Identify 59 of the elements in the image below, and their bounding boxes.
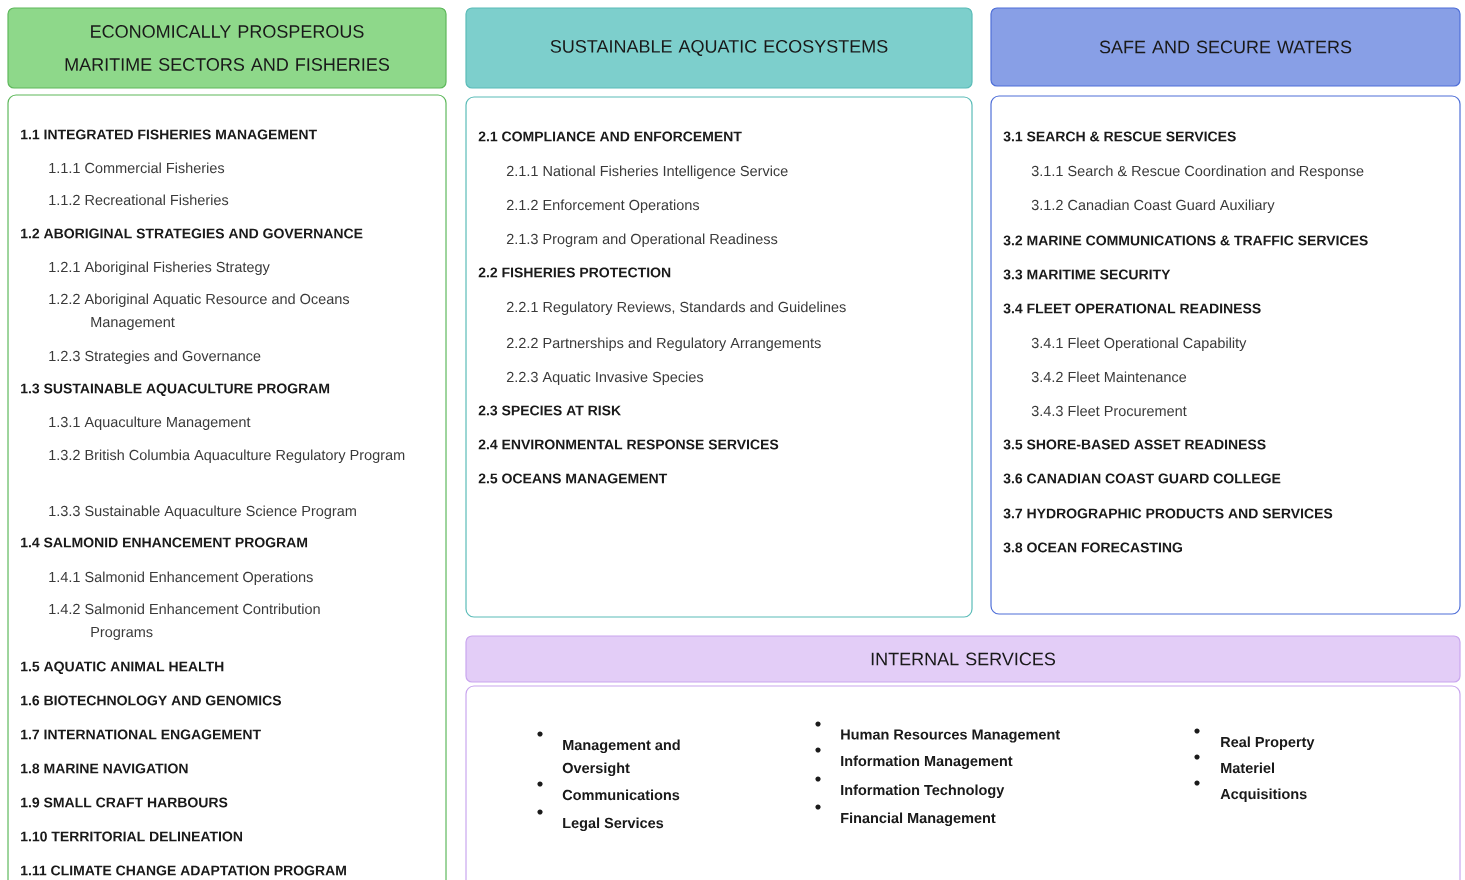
bullet-item: Real Property	[1194, 728, 1315, 750]
sub-program: 1.2.2 Aboriginal Aquatic Resource and Oceans Management	[49, 293, 350, 330]
program-heading: 2.3 SPECIES AT RISK	[478, 405, 621, 416]
sub-program: 2.2.1 Regulatory Reviews, Standards and Guidelines	[506, 301, 846, 315]
sub-program: 3.1.2 Canadian Coast Guard Auxiliary	[1031, 199, 1275, 213]
category-header: ECONOMICALLY PROSPEROUS MARITIME SECTORS AND FISHERIES	[7, 7, 447, 89]
category-header: INTERNAL SERVICES	[465, 635, 1461, 683]
program-heading: 2.4 ENVIRONMENTAL RESPONSE SERVICES	[478, 439, 779, 450]
program-heading: 1.10 TERRITORIAL DELINEATION	[21, 831, 242, 842]
sub-program: 1.2.1 Aboriginal Fisheries Strategy	[49, 261, 270, 275]
program-heading: 1.3 SUSTAINABLE AQUACULTURE PROGRAM	[21, 383, 330, 396]
sub-program: 3.1.1 Search & Rescue Coordination and Response	[1031, 165, 1364, 179]
program-heading: 1.2 ABORIGINAL STRATEGIES AND GOVERNANCE	[21, 228, 363, 239]
program-heading: 3.7 HYDROGRAPHIC PRODUCTS AND SERVICES	[1003, 508, 1333, 519]
sub-program: 3.4.1 Fleet Operational Capability	[1031, 337, 1247, 351]
bullet-item: Materiel	[1194, 754, 1274, 774]
sub-program: 2.1.3 Program and Operational Readiness	[506, 233, 778, 247]
bullet-item: Human Resources Management	[815, 721, 1060, 743]
program-heading: 3.2 MARINE COMMUNICATIONS & TRAFFIC SERVICES	[1003, 235, 1368, 246]
sub-program: 1.1.2 Recreational Fisheries	[49, 194, 229, 206]
program-heading: 1.5 AQUATIC ANIMAL HEALTH	[21, 661, 224, 674]
sub-program: 2.2.2 Partnerships and Regulatory Arrangements	[506, 337, 821, 351]
sub-program: 1.1.1 Commercial Fisheries	[49, 162, 225, 174]
sub-program: 1.3.3 Sustainable Aquaculture Science Program	[49, 505, 356, 519]
program-heading: 1.6 BIOTECHNOLOGY AND GENOMICS	[21, 695, 281, 706]
bullet-item: Financial Management	[815, 804, 996, 827]
program-heading: 3.1 SEARCH & RESCUE SERVICES	[1003, 131, 1236, 142]
sub-program: 3.4.2 Fleet Maintenance	[1031, 371, 1187, 383]
program-heading: 1.8 MARINE NAVIGATION	[21, 763, 188, 774]
program-heading: 1.7 INTERNATIONAL ENGAGEMENT	[21, 729, 261, 740]
sub-program: 2.1.2 Enforcement Operations	[506, 199, 700, 213]
bullet-item: Acquisitions	[1194, 780, 1307, 802]
program-heading: 3.6 CANADIAN COAST GUARD COLLEGE	[1003, 473, 1281, 484]
program-heading: 2.2 FISHERIES PROTECTION	[478, 267, 671, 278]
sub-program: 1.4.2 Salmonid Enhancement Contribution Programs	[49, 603, 320, 640]
sub-program: 1.4.1 Salmonid Enhancement Operations	[49, 571, 313, 585]
program-heading: 3.8 OCEAN FORECASTING	[1003, 542, 1182, 553]
sub-program: 2.1.1 National Fisheries Intelligence Service	[506, 165, 788, 179]
bullet-item: Information Technology	[815, 776, 1005, 799]
bullet-item: Management and Oversight	[537, 731, 680, 777]
sub-program: 1.3.2 British Columbia Aquaculture Regulatory Program	[49, 449, 405, 463]
category-header: SUSTAINABLE AQUATIC ECOSYSTEMS	[465, 7, 973, 89]
program-heading: 1.1 INTEGRATED FISHERIES MANAGEMENT	[21, 129, 317, 140]
program-heading: 3.4 FLEET OPERATIONAL READINESS	[1003, 303, 1261, 314]
sub-program: 1.3.1 Aquaculture Management	[49, 416, 251, 430]
program-heading: 2.5 OCEANS MANAGEMENT	[478, 473, 668, 484]
sub-program: 1.2.3 Strategies and Governance	[49, 350, 261, 364]
program-heading: 3.5 SHORE-BASED ASSET READINESS	[1003, 439, 1266, 450]
program-heading: 1.9 SMALL CRAFT HARBOURS	[21, 797, 228, 808]
category-header: SAFE AND SECURE WATERS	[990, 7, 1461, 87]
program-heading: 3.3 MARITIME SECURITY	[1003, 269, 1171, 280]
bullet-item: Information Management	[815, 747, 1013, 770]
program-heading: 1.11 CLIMATE CHANGE ADAPTATION PROGRAM	[21, 865, 346, 876]
sub-program: 2.2.3 Aquatic Invasive Species	[506, 371, 704, 385]
bullet-item: Communications	[537, 781, 680, 801]
program-heading: 1.4 SALMONID ENHANCEMENT PROGRAM	[21, 537, 308, 548]
program-heading: 2.1 COMPLIANCE AND ENFORCEMENT	[478, 131, 742, 142]
bullet-item: Legal Services	[537, 809, 664, 832]
sub-program: 3.4.3 Fleet Procurement	[1031, 405, 1187, 417]
